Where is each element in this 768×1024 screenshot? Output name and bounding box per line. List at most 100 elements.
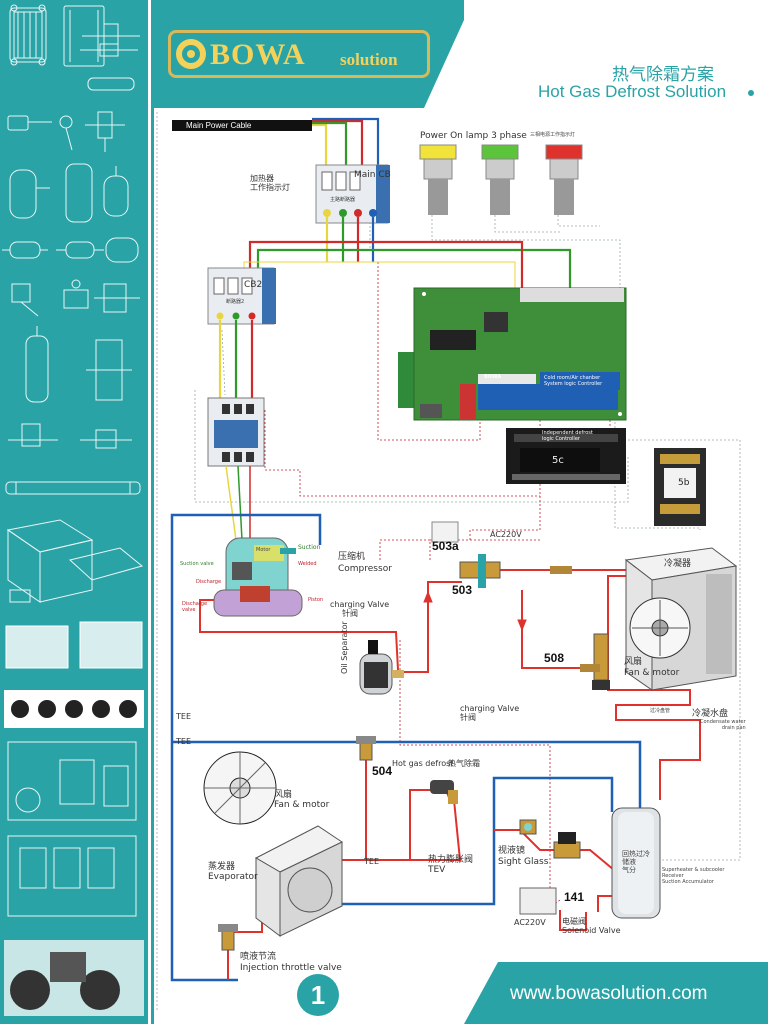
compressor-cn-label: 压缩机 — [338, 552, 366, 562]
fan-motor-2-label: Fan & motor — [274, 800, 330, 810]
tee-1-label: TEE — [176, 712, 191, 721]
main-circuit-breaker — [315, 164, 390, 224]
relay-id: 5b — [678, 478, 690, 488]
cb2-out-wires — [218, 320, 254, 398]
condenser — [624, 547, 738, 691]
valve-503a-label: 503a — [432, 539, 459, 553]
suction-valve-label: Suction valve — [180, 561, 214, 567]
compressor-label: Compressor — [338, 564, 392, 574]
rack-drawing-thumbs — [7, 741, 137, 917]
footer-band — [464, 962, 768, 1024]
welded-label: Welded — [298, 561, 317, 567]
product-thumbnails — [2, 4, 144, 1016]
piston-label: Piston — [308, 597, 324, 603]
angle-valve-thumbs — [11, 279, 140, 317]
relay-5b — [654, 448, 706, 526]
tev-valve — [430, 780, 458, 804]
valve-508 — [580, 633, 610, 690]
ac220v-2-label: AC220V — [514, 918, 546, 927]
power-lamp-title: Power On lamp 3 phase — [420, 131, 527, 141]
main-cb-cn-label: 主路断路器 — [330, 197, 356, 203]
discharge-label: Discharge — [196, 579, 222, 585]
tev-label: TEV — [428, 865, 446, 875]
compressor — [213, 537, 303, 617]
sight-glass-cn-label: 视液镜 — [498, 846, 526, 856]
main-cb-label: Main CB — [354, 170, 391, 180]
board-label: Cold room/Air chanber System logic Contr… — [544, 375, 603, 387]
oil-separator-label: Oil Separator — [340, 621, 349, 674]
plate-heat-exchanger-thumb — [9, 4, 105, 67]
expansion-valve-thumbs — [7, 111, 125, 152]
hot-gas-defrost-cn-label: 热气除霜 — [448, 759, 480, 768]
receiver-cn-label: 回热过冷 储液 气分 — [622, 850, 650, 875]
compressor-power-wires — [225, 465, 251, 541]
page-number: 1 — [297, 974, 339, 1016]
drain-label: Condensate water drain pan — [700, 719, 746, 731]
solenoid-label: Solenoid Valve — [562, 926, 621, 935]
injection-label: Injection throttle valve — [240, 963, 342, 973]
contactor — [207, 397, 265, 467]
ac220v-1-label: AC220V — [490, 530, 522, 539]
evaporator — [254, 825, 344, 937]
arrows — [423, 590, 527, 632]
tee-3-label: TEE — [364, 857, 379, 866]
main-power-wires — [312, 117, 380, 165]
sight-glass — [519, 819, 537, 835]
charging-valve-1-label: charging Valve — [330, 600, 390, 609]
injection-cn-label: 喷液节流 — [240, 952, 277, 962]
tev-cn-label: 热力膨胀阀 — [428, 855, 474, 865]
device-141-label: 141 — [564, 890, 585, 904]
evaporator-fan-motor — [203, 751, 277, 825]
discharge-line — [199, 569, 701, 980]
solenoid-valve-thumbs — [8, 423, 132, 449]
valve-503-label: 503 — [452, 583, 473, 597]
charging-valve-2-cn-label: 针阀 — [460, 713, 476, 722]
system-logic-controller-board — [398, 287, 627, 421]
logo-wordmark: BOWA — [210, 38, 306, 71]
evaporator-label: Evaporator — [208, 872, 258, 882]
defrost-controller-id: 5c — [552, 455, 564, 466]
receiver-accumulator — [611, 807, 661, 919]
sight-glass-label: Sight Glass — [498, 857, 549, 867]
main-cb-out-wires — [243, 217, 572, 292]
charging-valve-1-cn-label: 针阀 — [342, 609, 358, 618]
page-title-cn: 热气除霜方案 — [612, 65, 714, 85]
tee-2-label: TEE — [176, 737, 191, 746]
charging-valve-2-label: charging Valve — [460, 704, 520, 713]
logo-subtitle: solution — [340, 50, 398, 69]
receiver-label: Superheater & subcooler Receiver Suction… — [662, 867, 725, 885]
device-141 — [519, 887, 557, 915]
valve-504 — [356, 736, 376, 761]
valve-508-label: 508 — [544, 651, 565, 665]
suction-label: Suction — [298, 544, 321, 551]
logo-box — [168, 30, 430, 78]
board-brand: BOWA — [484, 374, 502, 380]
main-power-cable-label: Main Power Cable — [186, 121, 252, 130]
sidebar-divider — [151, 0, 154, 1024]
fan-motor-1-label: Fan & motor — [624, 668, 680, 678]
solenoid-cn-label: 电磁阀 — [562, 917, 586, 926]
condensing-unit-photo-thumb — [4, 940, 144, 1016]
tube-thumb — [5, 481, 141, 495]
valve-503 — [431, 521, 501, 588]
independent-defrost-controller — [506, 428, 626, 484]
power-lamp-title-cn: 三相电源工作指示灯 — [530, 132, 576, 138]
title-dot — [748, 90, 754, 96]
main-cable-bar — [172, 120, 312, 131]
power-on-lamps — [419, 144, 583, 215]
filter-drier-thumbs — [2, 237, 139, 263]
defrost-controller-title: Independent defrost logic Controller — [542, 430, 593, 442]
unit-drawing-thumbs — [6, 519, 144, 603]
cb2-cn-label: 断路器2 — [226, 299, 245, 305]
oil-separator — [359, 640, 404, 695]
motor-label: Motor — [256, 547, 271, 553]
heater-lamp-label: 加热器 工作指示灯 — [250, 174, 290, 193]
evaporator-cn-label: 蒸发器 — [208, 862, 236, 872]
suction-line — [170, 513, 642, 982]
hot-gas-defrost-label: Hot gas defrost — [392, 759, 454, 768]
circuit-breaker-2 — [207, 267, 276, 325]
website-link[interactable]: www.bowasolution.com — [510, 983, 708, 1004]
condenser-cn-label: 冷凝器 — [664, 559, 692, 569]
condensing-unit-thumbs — [4, 621, 144, 728]
